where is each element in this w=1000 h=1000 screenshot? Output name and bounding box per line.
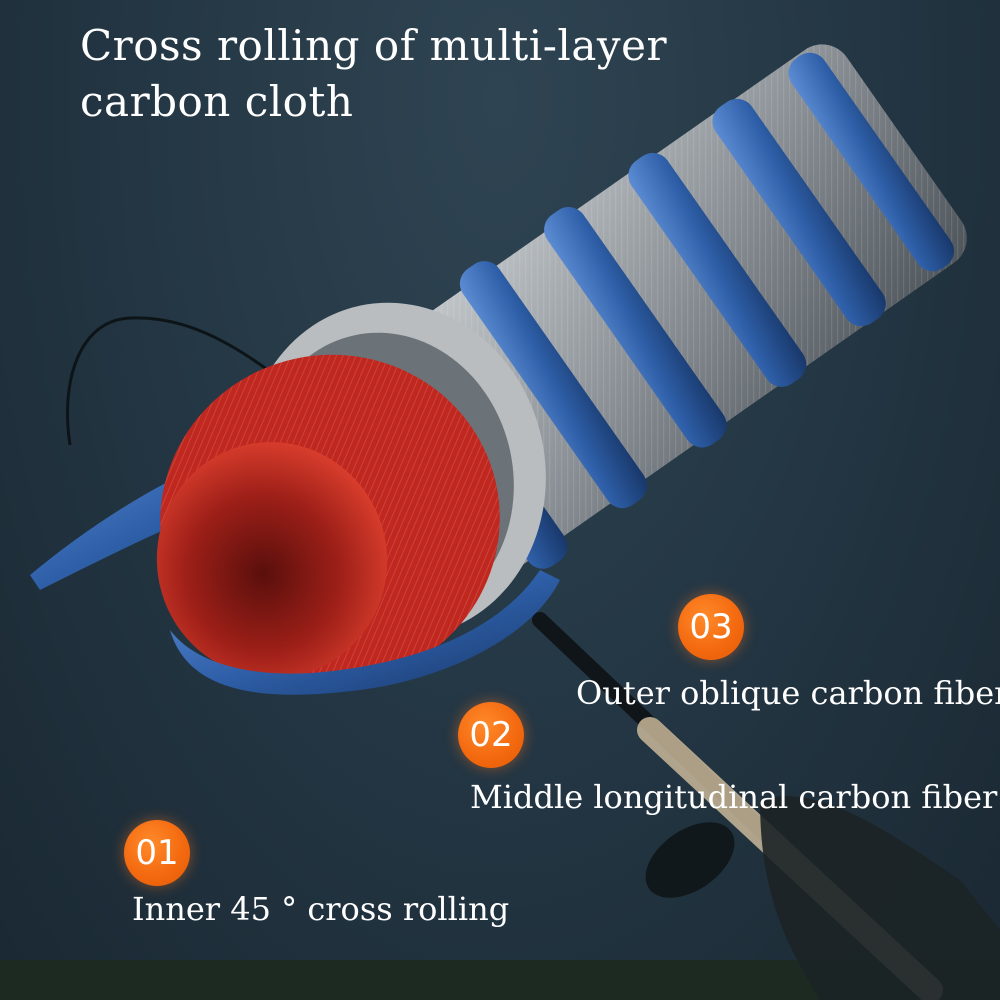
front-wrap: [170, 570, 560, 695]
headline-line-1: Cross rolling of multi-layer: [80, 21, 668, 70]
layer-label-middle: Middle longitudinal carbon fiber: [470, 778, 998, 816]
layer-label-inner: Inner 45 ° cross rolling: [132, 890, 510, 928]
layer-badge-03: 03: [678, 594, 744, 660]
inner-bore: [156, 442, 388, 678]
layer-badge-02: 02: [458, 702, 524, 768]
reel: [645, 822, 735, 898]
headline-line-2: carbon cloth: [80, 77, 354, 126]
layer-badge-01: 01: [124, 820, 190, 886]
hand-shape: [760, 796, 1000, 1000]
headline: Cross rolling of multi-layer carbon clot…: [80, 18, 700, 130]
layer-label-outer: Outer oblique carbon fiber: [576, 674, 1000, 712]
